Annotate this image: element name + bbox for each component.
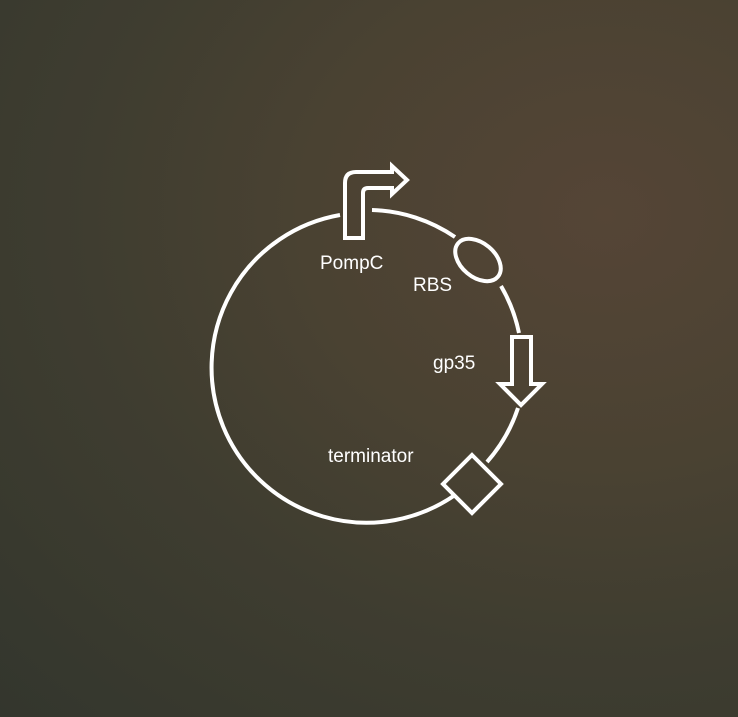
rbs-label: RBS bbox=[413, 275, 452, 296]
plasmid-backbone-segment-3 bbox=[485, 407, 520, 464]
rbs-oval-icon bbox=[453, 236, 503, 284]
cds-label: gp35 bbox=[433, 353, 475, 374]
promoter-arrow-icon bbox=[343, 161, 410, 240]
terminator-diamond-icon bbox=[440, 452, 504, 516]
terminator-label: terminator bbox=[328, 446, 414, 467]
cds-arrow-icon bbox=[495, 335, 547, 408]
plasmid-backbone-main bbox=[209, 213, 457, 525]
promoter-label: PompC bbox=[320, 253, 383, 274]
plasmid-backbone-segment-2 bbox=[499, 284, 521, 334]
plasmid-backbone-segment-1 bbox=[371, 208, 457, 239]
